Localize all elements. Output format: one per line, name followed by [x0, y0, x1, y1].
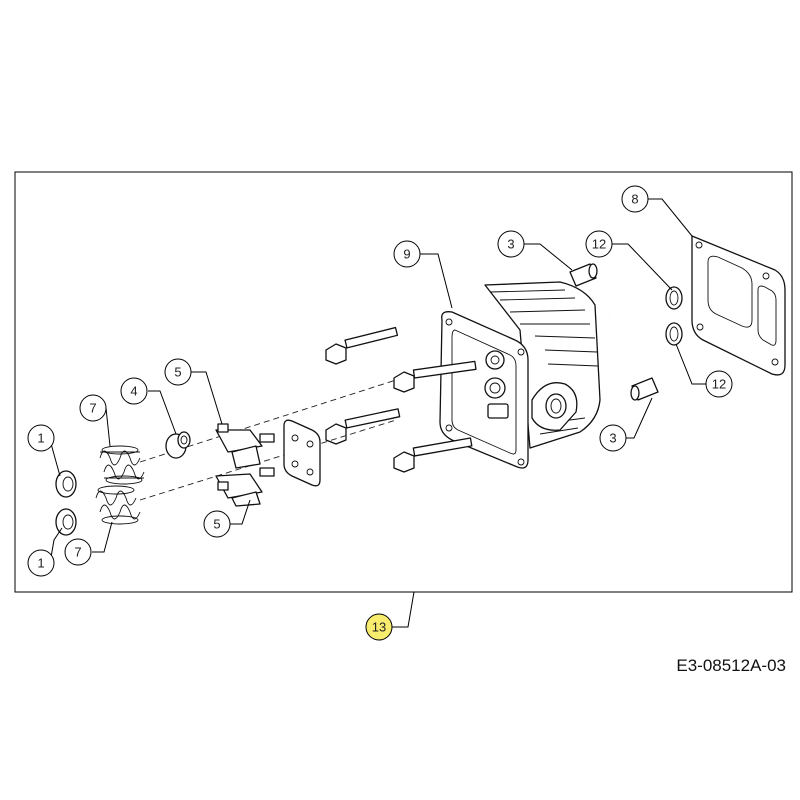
assembly-frame [14, 171, 793, 593]
head-bolt-icon[interactable] [325, 408, 401, 445]
dowel-pin-icon[interactable] [569, 263, 598, 287]
leader-lines [40, 198, 706, 628]
head-bolt-icon[interactable] [393, 360, 477, 393]
callout-label: 12 [712, 377, 726, 392]
rocker-arm-icon[interactable] [215, 467, 275, 507]
cylinder-head-icon[interactable] [439, 281, 601, 469]
head-bolt-icon[interactable] [393, 437, 473, 473]
valve-icon[interactable] [609, 286, 683, 319]
callout-9[interactable]: 9 [393, 240, 421, 268]
valve-retainer-icon[interactable] [55, 470, 77, 498]
rocker-plate-icon[interactable] [283, 419, 321, 487]
callout-label: 8 [631, 192, 638, 207]
callout-13-assembly[interactable]: 13 [365, 613, 393, 641]
callout-label: 7 [74, 545, 81, 560]
callout-label: 5 [213, 517, 220, 532]
callout-12-bottom[interactable]: 12 [705, 370, 733, 398]
callout-12-top[interactable]: 12 [585, 230, 613, 258]
valve-stem-seal-icon[interactable] [165, 431, 191, 459]
valve-icon[interactable] [609, 322, 683, 353]
dowel-pin-icon[interactable] [630, 377, 659, 401]
callout-1-bottom[interactable]: 1 [27, 549, 55, 577]
callout-7-bottom[interactable]: 7 [64, 538, 92, 566]
callout-4[interactable]: 4 [120, 377, 148, 405]
callout-label: 9 [403, 247, 410, 262]
callout-label: 13 [372, 620, 386, 635]
callout-label: 4 [130, 384, 137, 399]
head-bolt-icon[interactable] [325, 326, 399, 365]
callout-label: 1 [37, 556, 44, 571]
callout-5-top[interactable]: 5 [164, 358, 192, 386]
document-code: E3-08512A-03 [676, 656, 786, 675]
rocker-arm-icon[interactable] [215, 423, 275, 469]
callout-label: 3 [507, 237, 514, 252]
callout-8[interactable]: 8 [621, 185, 649, 213]
head-gasket-icon[interactable] [691, 235, 786, 376]
callout-label: 12 [592, 237, 606, 252]
callout-3-top[interactable]: 3 [497, 230, 525, 258]
valve-spring-icon[interactable] [99, 445, 145, 485]
callout-3-bottom[interactable]: 3 [599, 424, 627, 452]
valve-spring-icon[interactable] [95, 485, 141, 525]
callout-1-top[interactable]: 1 [27, 424, 55, 452]
callout-label: 3 [609, 431, 616, 446]
callout-5-bottom[interactable]: 5 [203, 510, 231, 538]
valve-retainer-icon[interactable] [55, 508, 77, 536]
callout-7-top[interactable]: 7 [79, 394, 107, 422]
callout-label: 1 [37, 431, 44, 446]
callout-label: 7 [89, 401, 96, 416]
callout-label: 5 [174, 365, 181, 380]
